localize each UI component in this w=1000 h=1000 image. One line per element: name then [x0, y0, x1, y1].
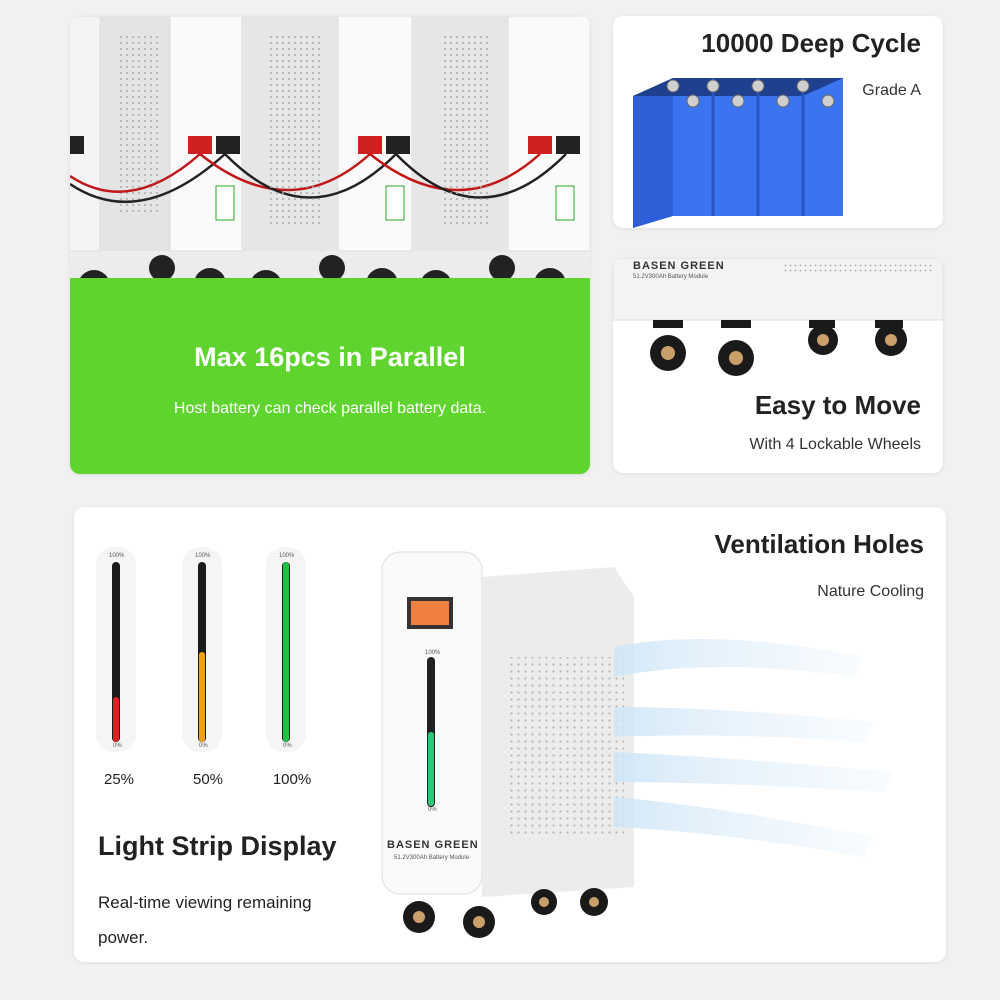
- strip-2-top-mark: 100%: [195, 553, 211, 559]
- strip-3-bottom-mark: 0%: [283, 743, 292, 749]
- strip-3-top-mark: 100%: [279, 553, 295, 559]
- ventilation-subtitle: Nature Cooling: [817, 583, 924, 600]
- parallel-batteries-illustration: [70, 16, 590, 278]
- parallel-green-band: [70, 278, 590, 474]
- easy-move-title: Easy to Move: [754, 390, 921, 420]
- parallel-subtitle: Host battery can check parallel battery …: [173, 400, 487, 417]
- strip-fill-3: [283, 562, 289, 742]
- easy-move-card: BASEN GREEN 51.2V300Ah Battery Module Ea…: [613, 258, 943, 473]
- ventilation-title: Ventilation Holes: [714, 529, 925, 559]
- move-brand-text: BASEN GREEN: [633, 260, 725, 272]
- strip-2-bottom-mark: 0%: [199, 743, 208, 749]
- strip-1-bottom-mark: 0%: [113, 743, 122, 749]
- deep-cycle-card: 10000 Deep Cycle Grade A: [613, 16, 943, 228]
- battery-cells-illustration: [633, 78, 843, 228]
- parallel-title: Max 16pcs in Parallel: [194, 342, 466, 372]
- strip-fill-1: [113, 697, 119, 742]
- light-strip-title: Light Strip Display: [98, 831, 337, 861]
- parallel-feature-card: Max 16pcs in Parallel Host battery can c…: [70, 16, 590, 474]
- deep-cycle-subtitle: Grade A: [862, 82, 921, 99]
- strip-fill-2: [199, 652, 205, 742]
- deep-cycle-title: 10000 Deep Cycle: [701, 28, 921, 58]
- ventilation-card: 100% 0% 100% 0% 100% 0% 100% 0% 25% 50% …: [74, 507, 946, 962]
- ventilation-illustration: [96, 547, 894, 938]
- move-module-label: 51.2V300Ah Battery Module: [633, 274, 709, 280]
- parallel-batteries-image: [70, 16, 590, 278]
- light-strip-subtitle: Real-time viewing remaining power.: [98, 893, 312, 947]
- wheels-illustration: [613, 258, 943, 376]
- cabinet-module-label: 51.2V300Ah Battery Module: [394, 855, 470, 861]
- strip-label-100: 100%: [272, 771, 312, 788]
- strip-1-top-mark: 100%: [109, 553, 125, 559]
- cabinet-strip-top-mark: 100%: [425, 650, 441, 656]
- strip-label-50: 50%: [192, 771, 224, 788]
- cabinet-brand-text: BASEN GREEN: [387, 839, 479, 851]
- strip-track-1: [112, 562, 120, 742]
- strip-label-25: 25%: [103, 771, 135, 788]
- cabinet-strip-bottom-mark: 0%: [428, 807, 437, 813]
- easy-move-subtitle: With 4 Lockable Wheels: [749, 436, 921, 453]
